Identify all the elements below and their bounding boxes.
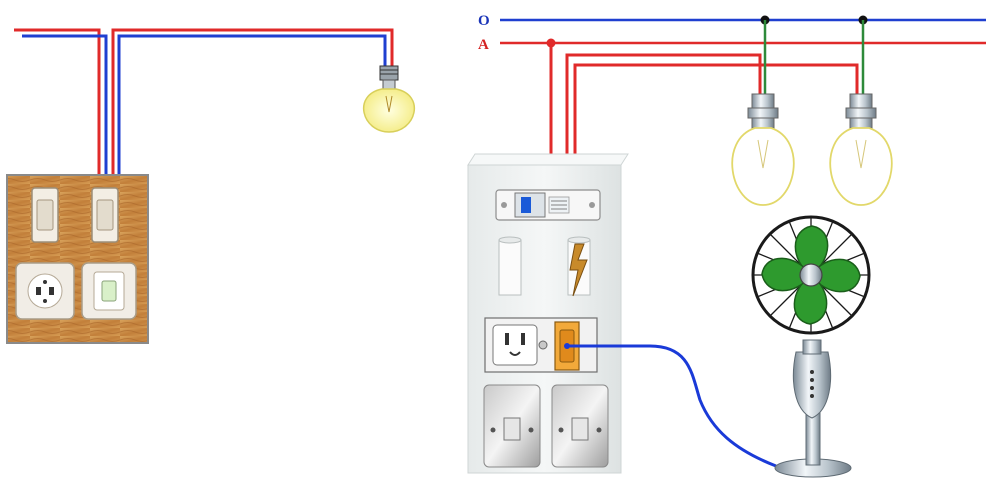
distribution-panel: [467, 153, 629, 474]
left-phase-wire: [14, 28, 394, 175]
wall-switch-board: [6, 174, 149, 344]
wall-switch-left[interactable]: [31, 187, 59, 243]
phase-label: A: [478, 37, 489, 53]
fan-power-cord: [567, 344, 777, 468]
unlit-bulb-icon: [731, 93, 893, 206]
panel-switch-right[interactable]: [551, 384, 609, 468]
neutral-label: O: [478, 13, 490, 29]
tap-wires: [546, 15, 868, 165]
wall-switch-right[interactable]: [91, 187, 119, 243]
left-wiring: [14, 28, 394, 175]
main-lines: O A: [478, 13, 986, 53]
lit-bulb-icon: [362, 65, 416, 133]
fuse-icon[interactable]: [498, 236, 591, 297]
desk-fan-icon[interactable]: [751, 215, 871, 478]
panel-outlet[interactable]: [484, 317, 598, 373]
panel-switch-left[interactable]: [483, 384, 541, 468]
wall-rocker-switch[interactable]: [81, 262, 137, 320]
bulb-2: [829, 93, 893, 206]
circuit-breaker-icon[interactable]: [495, 189, 601, 221]
left-neutral-wire: [22, 34, 387, 175]
wall-socket[interactable]: [15, 262, 75, 320]
bulb-1: [731, 93, 795, 206]
